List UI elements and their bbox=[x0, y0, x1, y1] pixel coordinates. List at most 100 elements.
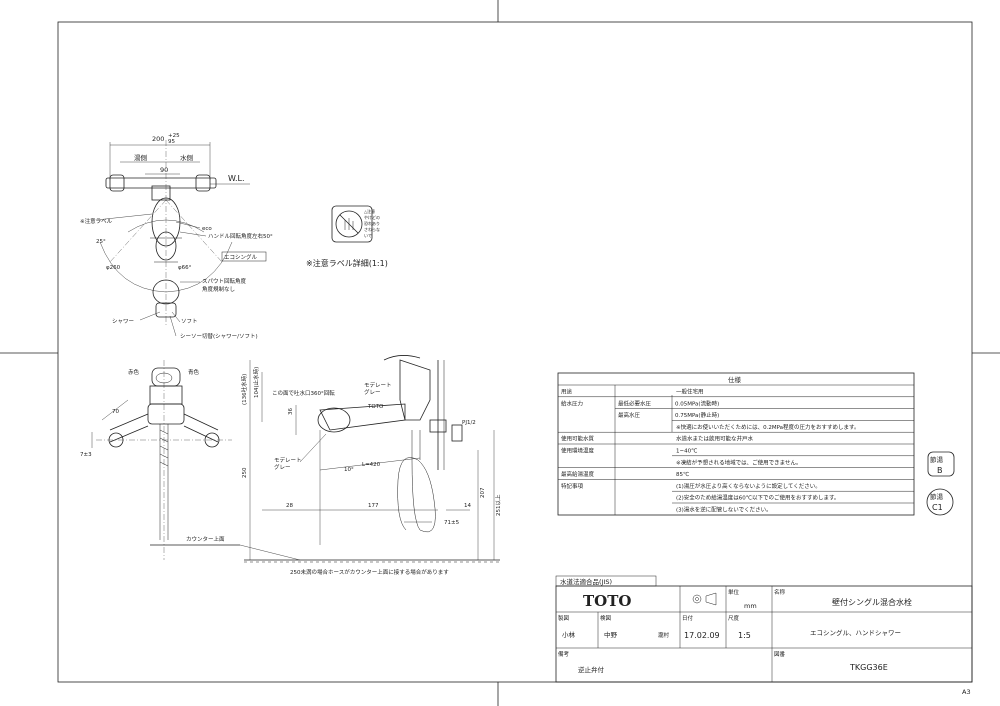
dim-207: 207 bbox=[480, 487, 486, 498]
made-by: 小林 bbox=[562, 630, 576, 639]
cold-side-label: 水側 bbox=[180, 153, 194, 162]
spec-cell-c: 水道水または飲用可能な井戸水 bbox=[676, 435, 754, 443]
shower-label: シャワー bbox=[112, 318, 134, 325]
dim-14: 14 bbox=[464, 503, 471, 509]
dim-136: (136吐水時) bbox=[240, 374, 248, 405]
side-spout bbox=[319, 403, 406, 431]
label-line-4: さわらな bbox=[364, 226, 380, 232]
spec-cell-c: (3)湯水を逆に配管しないでください。 bbox=[676, 506, 772, 514]
label-line-2: やけどの bbox=[364, 214, 380, 220]
spec-cell-c: 0.05MPa(流動時) bbox=[675, 399, 719, 407]
sheet-border bbox=[57, 21, 973, 683]
scale-value: 1:5 bbox=[738, 631, 751, 640]
spec-cell-c: 一般住宅用 bbox=[676, 388, 704, 396]
date-label: 日付 bbox=[682, 614, 694, 622]
eco-label: eco bbox=[202, 226, 212, 232]
wall-line-label: W.L. bbox=[228, 174, 245, 183]
seesaw-label: シーソー切替(シャワー/ソフト) bbox=[180, 332, 258, 340]
label-line-1: △注意 bbox=[364, 208, 375, 214]
spec-cell-c: (1)湯圧が水圧より高くならないように設定してください。 bbox=[676, 482, 821, 490]
product-name: 壁付シングル混合水栓 bbox=[832, 597, 912, 607]
spout-rotation-note: この面で吐水口360°回転 bbox=[272, 389, 335, 397]
dim-200: 200 bbox=[152, 135, 164, 143]
product-subtitle: エコシングル、ハンドシャワー bbox=[810, 628, 901, 637]
dim-70: 70 bbox=[112, 409, 119, 415]
moderate-gray-2: モデレート bbox=[274, 456, 302, 464]
hose-length: L=420 bbox=[362, 462, 381, 468]
dim-250: 250 bbox=[242, 467, 248, 478]
name-label: 名称 bbox=[774, 588, 786, 596]
spec-title: 仕様 bbox=[728, 375, 742, 384]
side-lever bbox=[383, 355, 421, 361]
dim-104: 104(止水時) bbox=[252, 367, 260, 398]
label-line-5: いで bbox=[364, 233, 372, 238]
side-view: PJ1/2 TOTO 250 104(止水時) (136吐水時) 36 この面で… bbox=[240, 355, 502, 576]
red-label: 赤色 bbox=[128, 368, 140, 376]
moderate-gray-1b: グレー bbox=[364, 388, 381, 396]
dim-200-tol-upper: +25 bbox=[168, 133, 180, 139]
moderate-gray-1: モデレート bbox=[364, 381, 392, 389]
dia-260: φ260 bbox=[106, 265, 121, 271]
hose-contact-note: 250未満の場合ホースがカウンター上面に接する場合があります bbox=[290, 568, 449, 576]
dim-7: 7±3 bbox=[80, 452, 92, 458]
spec-cell-b: 最高水圧 bbox=[618, 411, 641, 419]
remarks-value: 逆止弁付 bbox=[578, 665, 605, 674]
moderate-gray-2b: グレー bbox=[274, 463, 291, 471]
eco-single-label: エコシングル bbox=[224, 253, 258, 261]
blue-label: 青色 bbox=[188, 368, 200, 376]
side-body bbox=[399, 359, 431, 421]
sheet-size: A3 bbox=[962, 688, 971, 696]
mount-bar bbox=[105, 177, 217, 189]
dim-36: 36 bbox=[288, 408, 294, 415]
spec-cell-c: 1~40℃ bbox=[676, 448, 697, 455]
front-view: 赤色 青色 70 7±3 カウンター上面 bbox=[80, 360, 301, 561]
spec-cell-a: 給水圧力 bbox=[561, 399, 583, 407]
spec-cell-a: 使用環境温度 bbox=[561, 447, 595, 455]
dia-100: φ66° bbox=[178, 265, 192, 271]
spec-cell-c: ※快適にお使いいただくためには、0.2MPa程度の圧力をおすすめします。 bbox=[676, 423, 860, 431]
no-limit-label: 角度規制なし bbox=[202, 285, 235, 293]
angle-10: 10° bbox=[344, 467, 354, 473]
hot-side-label: 湯側 bbox=[134, 153, 148, 162]
caution-label-pointer: ※注意ラベル bbox=[80, 217, 113, 225]
label-detail-caption: ※注意ラベル詳細(1:1) bbox=[306, 258, 388, 268]
spout-head bbox=[152, 279, 180, 305]
drawing-number: TKGG36E bbox=[849, 663, 888, 672]
brand-logo: TOTO bbox=[583, 592, 631, 610]
unit-value: mm bbox=[744, 602, 757, 610]
unit-label: 単位 bbox=[728, 588, 740, 596]
counter-top-label: カウンター上面 bbox=[186, 535, 225, 543]
title-block: 水道法適合品(JIS) TOTO 単位 mm 名称 壁付シングル混合水栓 製図 … bbox=[555, 575, 973, 683]
checked-by: 中野 bbox=[604, 630, 618, 639]
caution-label-detail: △注意 やけどの 恐れあり さわらな いで ※注意ラベル詳細(1:1) bbox=[306, 205, 388, 268]
dim-251: 251以上 bbox=[494, 494, 502, 516]
approved-by: 瀧村 bbox=[658, 631, 670, 639]
spec-cell-b: 最低必要水圧 bbox=[618, 399, 652, 407]
no-touch-icon bbox=[335, 210, 363, 238]
top-view: 200 +25 95 湯側 水側 90 W.L. 25° φ260 φ66° bbox=[80, 133, 273, 340]
spec-cell-c: 0.75MPa(静止時) bbox=[675, 411, 719, 419]
dim-90: 90 bbox=[160, 166, 168, 174]
label-line-3: 恐れあり bbox=[364, 220, 380, 226]
date-value: 17.02.09 bbox=[684, 631, 720, 640]
dim-200-tol-lower: 95 bbox=[168, 139, 175, 145]
spout-angle-label: スパウト回転角度 bbox=[202, 277, 247, 285]
spec-cell-a: 使用可能水質 bbox=[561, 435, 595, 443]
spec-cell-c: (2)安全のため給湯温度は60℃以下でのご使用をおすすめします。 bbox=[676, 494, 839, 502]
check-label: 検図 bbox=[600, 614, 612, 622]
side-shower-head bbox=[317, 407, 351, 433]
remarks-label: 備考 bbox=[558, 650, 570, 658]
symbol-b-top: 節湯 bbox=[930, 455, 944, 464]
symbol-c1-bottom: C1 bbox=[932, 503, 943, 512]
spec-cell-c: 85℃ bbox=[676, 471, 689, 478]
spec-cell-a: 用途 bbox=[561, 388, 573, 396]
projection-symbol bbox=[692, 592, 717, 606]
pj-label: PJ1/2 bbox=[462, 420, 476, 426]
spec-cell-a: 特記事項 bbox=[561, 482, 584, 490]
symbol-b-bottom: B bbox=[937, 466, 943, 475]
dim-177: 177 bbox=[368, 503, 379, 509]
toto-mark: TOTO bbox=[367, 404, 384, 410]
soft-label: ソフト bbox=[181, 318, 198, 325]
